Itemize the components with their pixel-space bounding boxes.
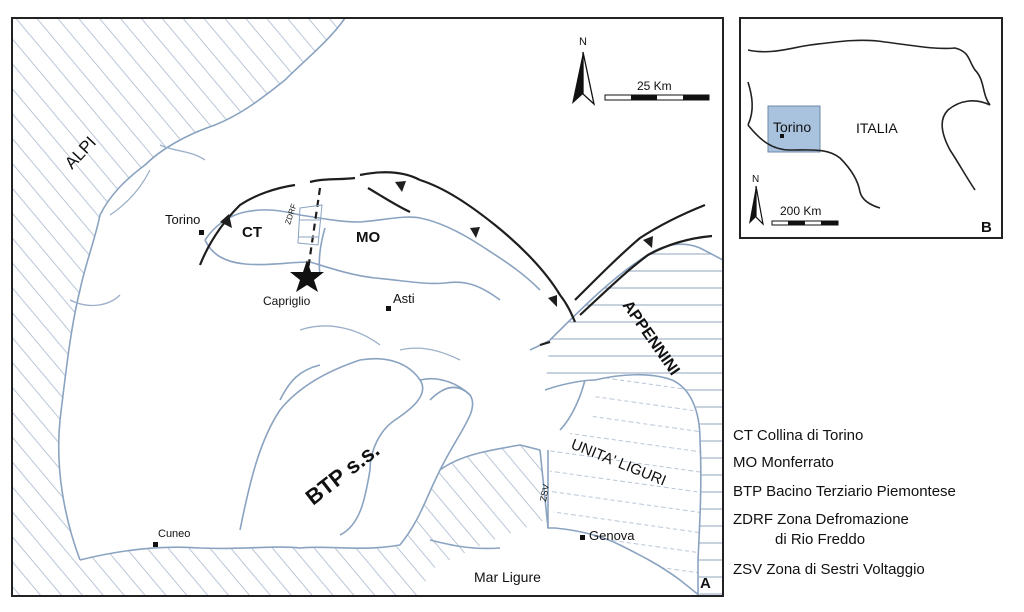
asti-label: Asti	[393, 291, 415, 306]
cuneo-dot	[153, 542, 158, 547]
torino-dot	[199, 230, 204, 235]
thrust-teeth	[220, 181, 653, 307]
legend-item-mo: MO Monferrato	[733, 454, 834, 471]
legend-item-zdrf: ZDRF Zona Defromazione	[733, 511, 909, 528]
mo-label: MO	[356, 229, 380, 246]
basin-outline	[57, 18, 723, 596]
main-map	[12, 18, 723, 596]
legend-item-btp: BTP Bacino Terziario Piemontese	[733, 483, 956, 500]
main-map-frame	[11, 17, 724, 597]
zsv-label: ZSV	[538, 483, 551, 502]
inset-map: Torino ITALIA N 200 Km B	[739, 17, 1003, 239]
secondary-outlines	[69, 144, 461, 361]
legend-item-zsv: ZSV Zona di Sestri Voltaggio	[733, 561, 925, 578]
alpi-south-zone	[80, 445, 545, 596]
genova-dot	[580, 535, 585, 540]
cuneo-label: Cuneo	[158, 528, 190, 540]
appennini-zone	[545, 244, 723, 596]
panel-a-letter: A	[700, 575, 711, 592]
asti-dot	[386, 306, 391, 311]
panel-b-letter: B	[981, 219, 992, 236]
north-letter: N	[579, 36, 587, 48]
capriglio-star	[290, 260, 324, 292]
inset-italia-label: ITALIA	[856, 120, 898, 136]
scale-label: 25 Km	[637, 79, 672, 93]
alpi-zone	[12, 18, 345, 596]
ct-label: CT	[242, 224, 262, 241]
legend-item-zdrf-cont: di Rio Freddo	[775, 531, 865, 548]
btp-label: BTP s.s.	[301, 437, 384, 510]
capriglio-label: Capriglio	[263, 294, 311, 308]
inset-north-letter: N	[752, 174, 759, 185]
inset-torino-label: Torino	[773, 119, 811, 135]
inset-scale-label: 200 Km	[780, 204, 821, 218]
torino-label: Torino	[165, 212, 200, 227]
zdrf-zone	[297, 204, 323, 246]
unita-liguri-zone	[548, 374, 701, 585]
mar-ligure-label: Mar Ligure	[474, 569, 541, 585]
scale-bar: 25 Km	[604, 79, 710, 101]
north-arrow: N	[572, 36, 596, 106]
genova-label: Genova	[589, 528, 635, 543]
thrust-lines	[198, 171, 713, 347]
legend: CT Collina di Torino MO Monferrato BTP B…	[733, 427, 956, 578]
legend-item-ct: CT Collina di Torino	[733, 427, 863, 444]
inset-highlight	[767, 105, 821, 153]
inset-torino-dot	[780, 134, 784, 138]
